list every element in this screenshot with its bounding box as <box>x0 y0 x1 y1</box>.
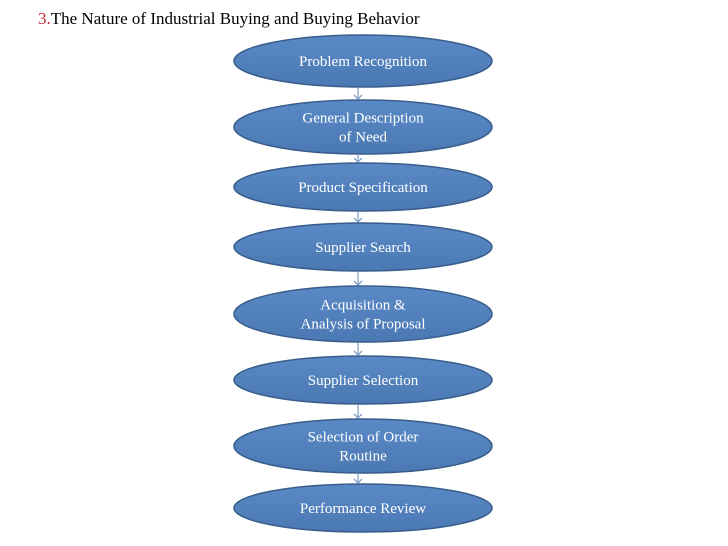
flow-step-ellipse <box>233 34 493 88</box>
flow-step-3: Product Specification <box>233 162 493 212</box>
flow-step-label: Problem Recognition <box>299 54 427 70</box>
flow-step-label: Performance Review <box>300 501 426 517</box>
flow-step-ellipse <box>233 418 493 474</box>
title-text: The Nature of Industrial Buying and Buyi… <box>50 9 420 28</box>
flow-step-ellipse <box>233 355 493 405</box>
title-number: 3. <box>38 9 51 28</box>
flow-step-ellipse <box>233 162 493 212</box>
flow-step-label: Routine <box>339 449 387 465</box>
flow-step-label: Acquisition & <box>320 298 406 314</box>
flow-step-4: Supplier Search <box>233 222 493 272</box>
flow-step-1: Problem Recognition <box>233 34 493 88</box>
flow-step-ellipse <box>233 483 493 533</box>
flow-step-label: Selection of Order <box>308 430 419 446</box>
flow-step-5: Acquisition & Analysis of Proposal <box>233 285 493 343</box>
flow-step-6: Supplier Selection <box>233 355 493 405</box>
flow-step-label: Analysis of Proposal <box>301 317 426 333</box>
flow-step-ellipse <box>233 99 493 155</box>
flow-step-label: of Need <box>339 130 387 146</box>
flow-step-2: General Description of Need <box>233 99 493 155</box>
flow-step-ellipse <box>233 222 493 272</box>
flow-step-8: Performance Review <box>233 483 493 533</box>
flow-step-label: Supplier Selection <box>308 373 419 389</box>
slide-title: 3.The Nature of Industrial Buying and Bu… <box>38 9 419 29</box>
flow-step-label: Supplier Search <box>315 240 411 256</box>
flow-step-label: General Description <box>302 111 424 127</box>
flow-step-label: Product Specification <box>298 180 428 196</box>
flow-step-ellipse <box>233 285 493 343</box>
